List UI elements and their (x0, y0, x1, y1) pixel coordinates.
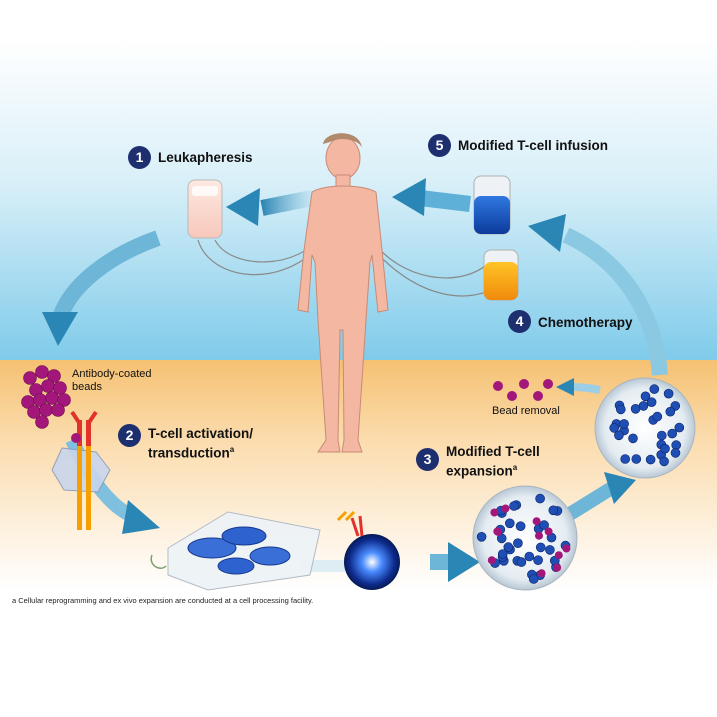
step-3-label-line1: Modified T-cell (446, 444, 540, 459)
step-2-label-line2: transductiona (148, 445, 235, 461)
t-cell (631, 454, 642, 464)
chemotherapy-bag (483, 249, 519, 301)
bead (41, 379, 55, 393)
arrow-bead-removal (556, 378, 601, 396)
step-3-label-line2: expansiona (446, 463, 518, 479)
step-3-footnote-marker: a (512, 463, 518, 472)
bead (45, 391, 59, 405)
t-cell (670, 448, 681, 458)
bead (537, 569, 546, 578)
t-cell (656, 430, 667, 441)
bead (553, 563, 562, 572)
modified-t-cell (336, 510, 400, 590)
step-5-badge: 5 (428, 134, 451, 157)
t-cell (646, 397, 657, 408)
t-cell (614, 430, 624, 441)
t-cell (533, 555, 543, 566)
t-cell (619, 419, 629, 429)
bead (39, 403, 53, 417)
infusion-bag (473, 175, 511, 235)
step-3-label: Modified T-cell expansiona (446, 444, 540, 480)
bead (35, 415, 49, 429)
t-cell (620, 454, 631, 464)
t-cell (665, 406, 676, 417)
step-3-badge: 3 (416, 448, 439, 471)
t-cell (663, 388, 674, 399)
bead (23, 371, 37, 385)
t-cell (630, 403, 641, 414)
t-cell (609, 423, 620, 433)
step-2-footnote-marker: a (229, 445, 235, 454)
bead (535, 531, 543, 540)
t-cell (516, 557, 527, 567)
t-cell (545, 545, 555, 555)
leukapheresis-bag (187, 179, 223, 239)
arrow-infusion-to-patient (392, 178, 471, 216)
bead (493, 527, 502, 536)
bead (490, 508, 499, 517)
bead-removal-dish (594, 377, 696, 479)
t-cell (528, 574, 539, 584)
bead (562, 544, 571, 553)
t-cell (645, 454, 656, 465)
beads-label-line2: beads (72, 381, 102, 393)
t-cell (652, 411, 663, 422)
bead (532, 517, 541, 526)
t-cell (535, 493, 545, 504)
t-cell (535, 542, 546, 553)
bead-removal-label: Bead removal (492, 405, 560, 417)
arrow-leukapheresis-to-beads (42, 230, 161, 346)
t-cell (660, 443, 670, 454)
bead (51, 403, 65, 417)
t-cell (509, 501, 519, 511)
step-4-label: Chemotherapy (538, 315, 633, 330)
footnote: a Cellular reprogramming and ex vivo exp… (12, 596, 314, 605)
beads-label: Antibody-coated beads (72, 368, 152, 394)
t-cell (659, 456, 669, 467)
bead (53, 381, 67, 395)
bead (554, 551, 563, 560)
step-2-label: T-cell activation/ transductiona (148, 426, 253, 462)
t-cell (667, 428, 678, 439)
bead (57, 393, 71, 407)
cell-culture-flask (150, 511, 321, 591)
step-2-badge: 2 (118, 424, 141, 447)
t-cell (649, 384, 660, 394)
t-cell (503, 542, 514, 552)
antibody-coated-beads (21, 365, 71, 429)
t-cell (640, 391, 651, 402)
step-5-label: Modified T-cell infusion (458, 138, 608, 153)
bead (544, 527, 553, 536)
t-cell (539, 520, 549, 530)
t-cell (513, 538, 523, 549)
bead (47, 369, 61, 383)
bead (501, 504, 510, 513)
bead (35, 365, 49, 379)
step-1-badge: 1 (128, 146, 151, 169)
step-1-label: Leukapheresis (158, 150, 253, 165)
removed-beads (493, 379, 553, 401)
t-cell (476, 531, 487, 542)
t-cell (524, 551, 535, 562)
beads-label-line1: Antibody-coated (72, 368, 152, 380)
t-cell (504, 518, 515, 529)
step-4-badge: 4 (508, 310, 531, 333)
t-cell (548, 505, 559, 516)
step-2-label-line1: T-cell activation/ (148, 426, 254, 441)
t-cell (515, 521, 526, 532)
patient-figure (297, 133, 389, 453)
t-cell (615, 404, 626, 415)
arrow-expansion-to-beadremoval (564, 472, 636, 522)
arrow-patient-to-leukapheresis (226, 188, 314, 226)
bead (487, 556, 496, 565)
t-cell (674, 422, 685, 433)
t-cell (628, 433, 638, 444)
cell-membrane-receptor (51, 410, 111, 530)
arrow-beadremoval-to-chemo (528, 214, 668, 376)
t-cell (497, 549, 508, 559)
expansion-dish (472, 485, 578, 591)
